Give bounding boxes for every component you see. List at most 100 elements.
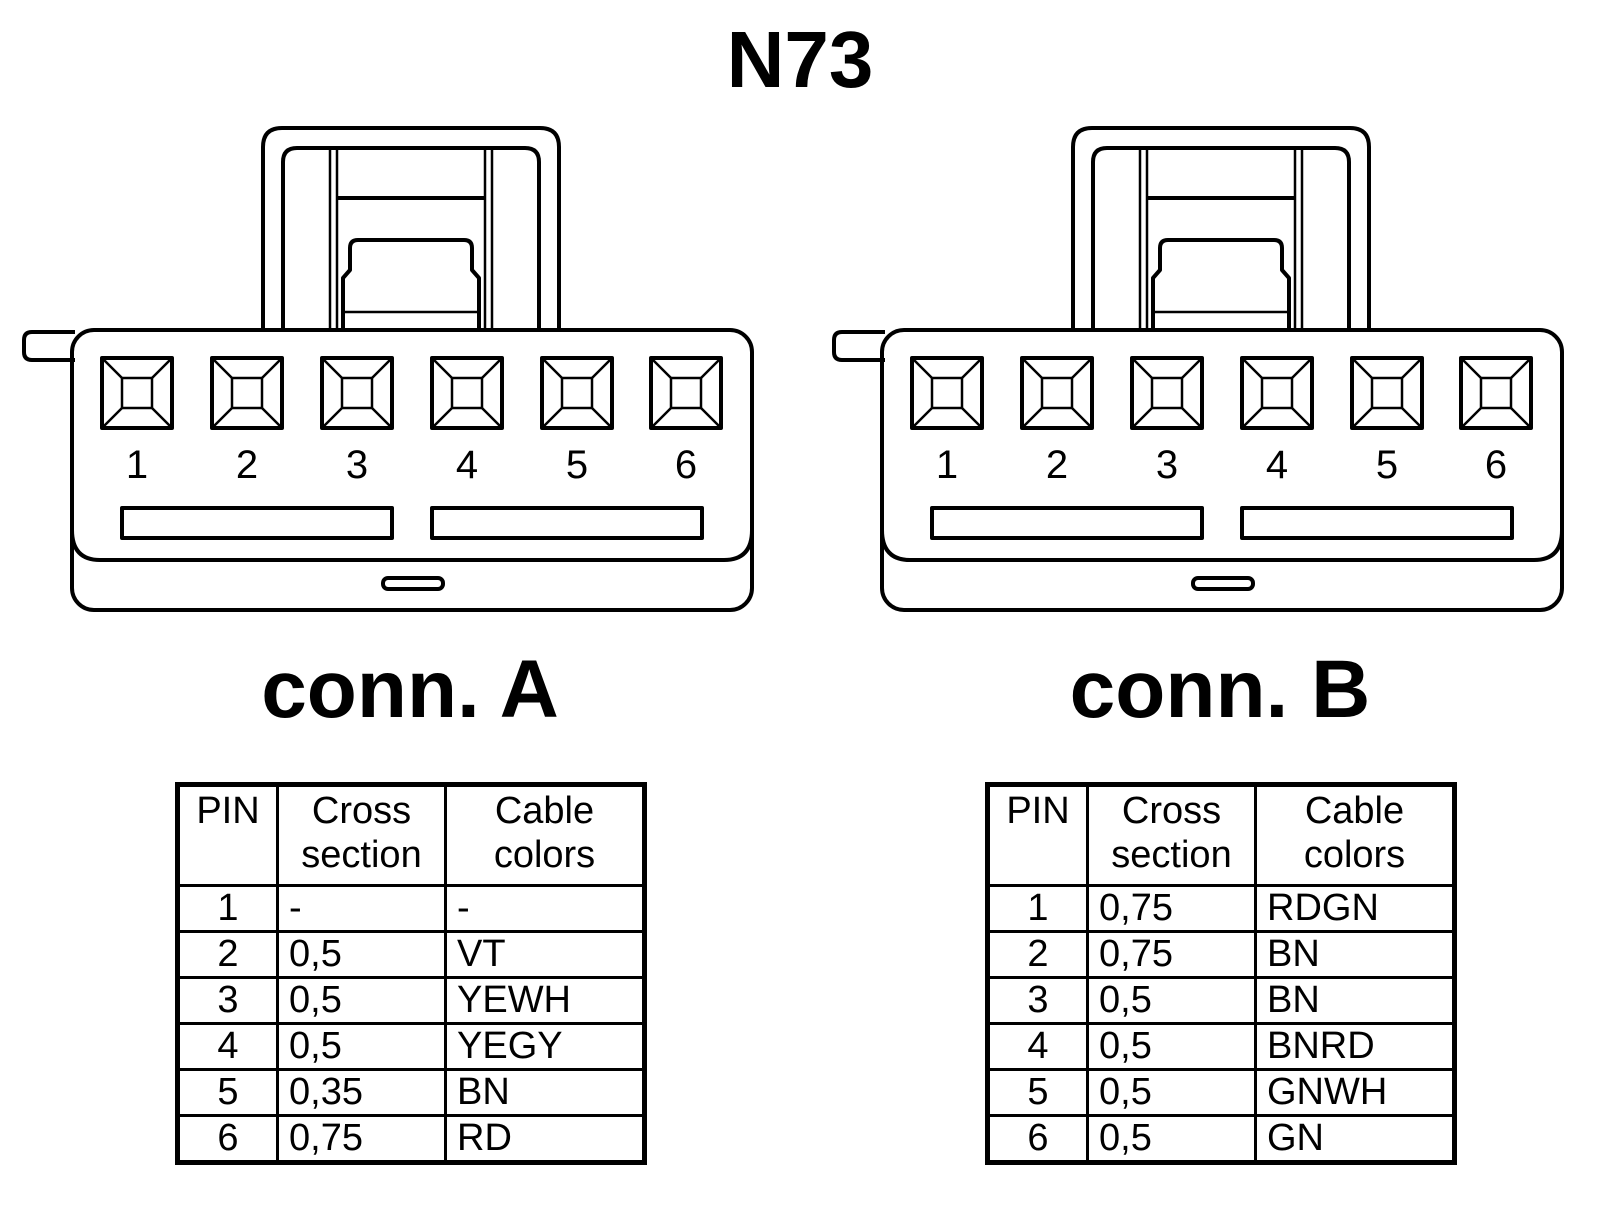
pin-cavity-bevel xyxy=(1131,357,1153,379)
side-tab xyxy=(22,330,75,362)
cable-color-cell: BN xyxy=(444,1068,646,1117)
pin-cavity-inner xyxy=(1260,376,1294,410)
pin-cavity-bevel xyxy=(650,407,672,429)
cable-color-cell: VT xyxy=(444,930,646,979)
pin-number-label: 3 xyxy=(1156,443,1178,487)
cross-section-cell: 0,35 xyxy=(276,1068,447,1117)
pin-cavity-bevel xyxy=(911,357,933,379)
pin-cavity-bevel xyxy=(1510,407,1532,429)
pin-cavity-inner xyxy=(340,376,374,410)
pin-cell: 5 xyxy=(986,1068,1089,1117)
cross-section-cell: 0,5 xyxy=(1086,1114,1257,1164)
pin-cavity-outer xyxy=(1020,356,1094,430)
pin-cell: 6 xyxy=(176,1114,279,1164)
pin-cavity: 1 xyxy=(910,356,984,487)
cable-color-cell: YEGY xyxy=(444,1022,646,1071)
pin-cavity-outer xyxy=(430,356,504,430)
pin-cavity: 5 xyxy=(540,356,614,487)
cross-section-cell: 0,5 xyxy=(276,976,447,1025)
pin-cavity-outer xyxy=(649,356,723,430)
pin-cavity-bevel xyxy=(1021,357,1043,379)
pin-cell: 4 xyxy=(986,1022,1089,1071)
pin-number-label: 3 xyxy=(346,443,368,487)
cross-section-cell: 0,5 xyxy=(1086,1022,1257,1071)
pin-cavity-inner xyxy=(450,376,484,410)
pin-cavity-inner xyxy=(669,376,703,410)
pin-cavity: 1 xyxy=(100,356,174,487)
pin-cavity: 3 xyxy=(1130,356,1204,487)
pin-cell: 6 xyxy=(986,1114,1089,1164)
pin-cavity-bevel xyxy=(1071,357,1093,379)
pin-number-label: 5 xyxy=(1376,443,1398,487)
header-pin: PIN xyxy=(986,783,1089,887)
cable-color-cell: YEWH xyxy=(444,976,646,1025)
connector-a-label: conn. A xyxy=(261,644,559,735)
pin-cavity-bevel xyxy=(1510,357,1532,379)
pin-cavity: 2 xyxy=(1020,356,1094,487)
pin-cavity-bevel xyxy=(101,357,123,379)
cross-section-cell: 0,5 xyxy=(1086,1068,1257,1117)
cross-section-cell: 0,75 xyxy=(1086,884,1257,933)
pin-cavity-inner xyxy=(930,376,964,410)
pin-number-label: 2 xyxy=(1046,443,1068,487)
pin-cavity-outer xyxy=(100,356,174,430)
pin-cavity-bevel xyxy=(481,357,503,379)
pin-cavity-outer xyxy=(1350,356,1424,430)
pin-cavity-bevel xyxy=(431,407,453,429)
latch-tab xyxy=(1151,238,1291,330)
pin-cavity-bevel xyxy=(1401,357,1423,379)
key-slot xyxy=(1240,506,1514,540)
pin-cavity-bevel xyxy=(961,407,983,429)
pin-cavity-bevel xyxy=(371,407,393,429)
pin-cell: 3 xyxy=(986,976,1089,1025)
pin-cavity-outer xyxy=(1130,356,1204,430)
latch-inner xyxy=(281,146,541,330)
pin-cavity-outer xyxy=(320,356,394,430)
key-slot xyxy=(120,506,394,540)
latch-inner xyxy=(1091,146,1351,330)
pin-cavity: 4 xyxy=(430,356,504,487)
pin-cavity-bevel xyxy=(1291,357,1313,379)
pin-cavity-bevel xyxy=(1071,407,1093,429)
pin-cell: 1 xyxy=(176,884,279,933)
pin-cavity-bevel xyxy=(431,357,453,379)
pin-cavity-bevel xyxy=(961,357,983,379)
pin-cavity-inner xyxy=(560,376,594,410)
pin-cavity-bevel xyxy=(371,357,393,379)
pin-cavity-bevel xyxy=(911,407,933,429)
pin-cell: 1 xyxy=(986,884,1089,933)
latch-tab xyxy=(341,238,481,330)
pin-cavity-bevel xyxy=(1181,407,1203,429)
pin-cavity-bevel xyxy=(1460,357,1482,379)
housing-slot xyxy=(1191,576,1255,591)
housing-body xyxy=(70,328,754,612)
side-tab xyxy=(832,330,885,362)
housing-slot xyxy=(381,576,445,591)
cable-color-cell: GN xyxy=(1254,1114,1456,1164)
pin-cavity: 2 xyxy=(210,356,284,487)
cable-color-cell: - xyxy=(444,884,646,933)
pin-cavity-bevel xyxy=(321,407,343,429)
housing-body xyxy=(880,328,1564,612)
pin-cavity-outer xyxy=(540,356,614,430)
pin-cavity-bevel xyxy=(1460,407,1482,429)
pin-cavity: 4 xyxy=(1240,356,1314,487)
header-pin: PIN xyxy=(176,783,279,887)
pin-cavity-bevel xyxy=(261,407,283,429)
pin-cavity-outer xyxy=(1240,356,1314,430)
pin-number-label: 4 xyxy=(1266,443,1288,487)
pin-cavity-bevel xyxy=(1401,407,1423,429)
